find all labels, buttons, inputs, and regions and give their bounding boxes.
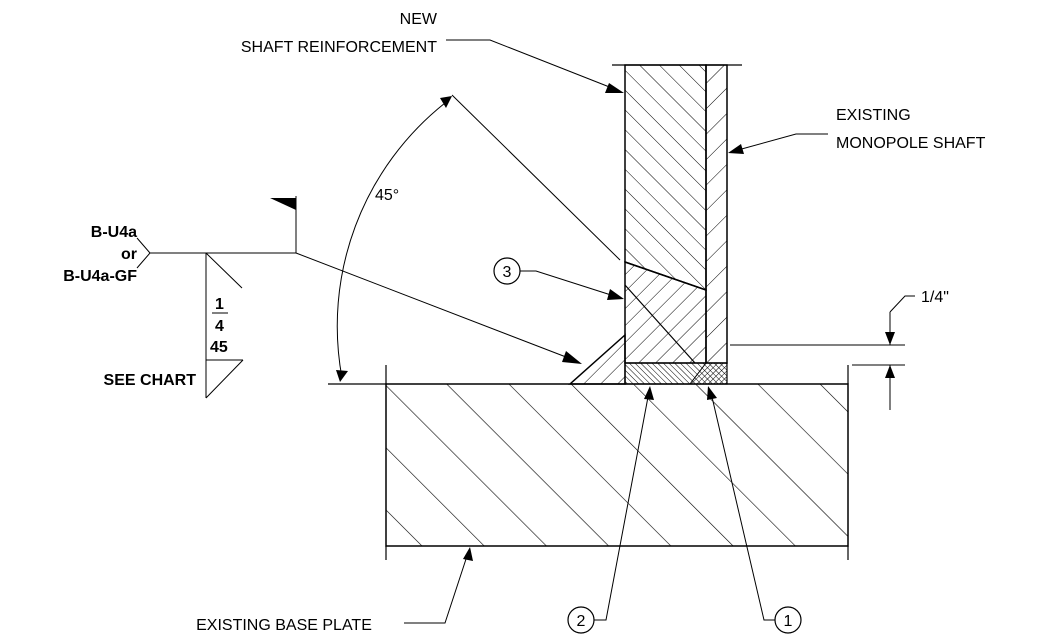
base-plate-label: EXISTING BASE PLATE [196, 617, 372, 634]
existing-shaft-callout: EXISTING MONOPOLE SHAFT [728, 107, 986, 154]
existing-label-line1: EXISTING [836, 107, 911, 124]
weld-note: SEE CHART [104, 372, 197, 389]
callout-2-number: 2 [577, 613, 586, 630]
weld-symbol: B-U4a or B-U4a-GF 1 4 45 SEE CHART [63, 196, 582, 399]
new-label-line2: SHAFT REINFORCEMENT [241, 39, 437, 56]
new-reinforcement-callout: NEW SHAFT REINFORCEMENT [241, 11, 624, 93]
new-label-line1: NEW [400, 11, 438, 28]
callout-3-number: 3 [503, 264, 512, 281]
weld-angle-value: 45 [210, 339, 228, 356]
angle-label: 45° [375, 187, 399, 204]
monopole-shaft [705, 64, 728, 364]
weld-code-line1: B-U4a [91, 224, 137, 241]
shaft-reinforcement [612, 64, 742, 364]
existing-label-line2: MONOPOLE SHAFT [836, 135, 986, 152]
weld-size-numerator: 1 [215, 296, 224, 313]
callout-1-number: 1 [784, 613, 793, 630]
weld-code-line3: B-U4a-GF [63, 268, 137, 285]
callout-1: 1 [707, 386, 802, 634]
dimension-label: 1/4" [921, 289, 949, 306]
quarter-inch-dimension: 1/4" [730, 289, 949, 410]
fillet-weld [568, 333, 626, 385]
callout-3: 3 [493, 257, 624, 300]
root-weld [624, 362, 728, 385]
callout-2: 2 [567, 386, 654, 634]
base-plate [328, 365, 849, 560]
weld-code-line2: or [121, 246, 137, 263]
angle-dimension: 45° [336, 94, 621, 382]
base-plate-callout: EXISTING BASE PLATE [196, 547, 473, 634]
weld-size-denominator: 4 [215, 318, 224, 335]
